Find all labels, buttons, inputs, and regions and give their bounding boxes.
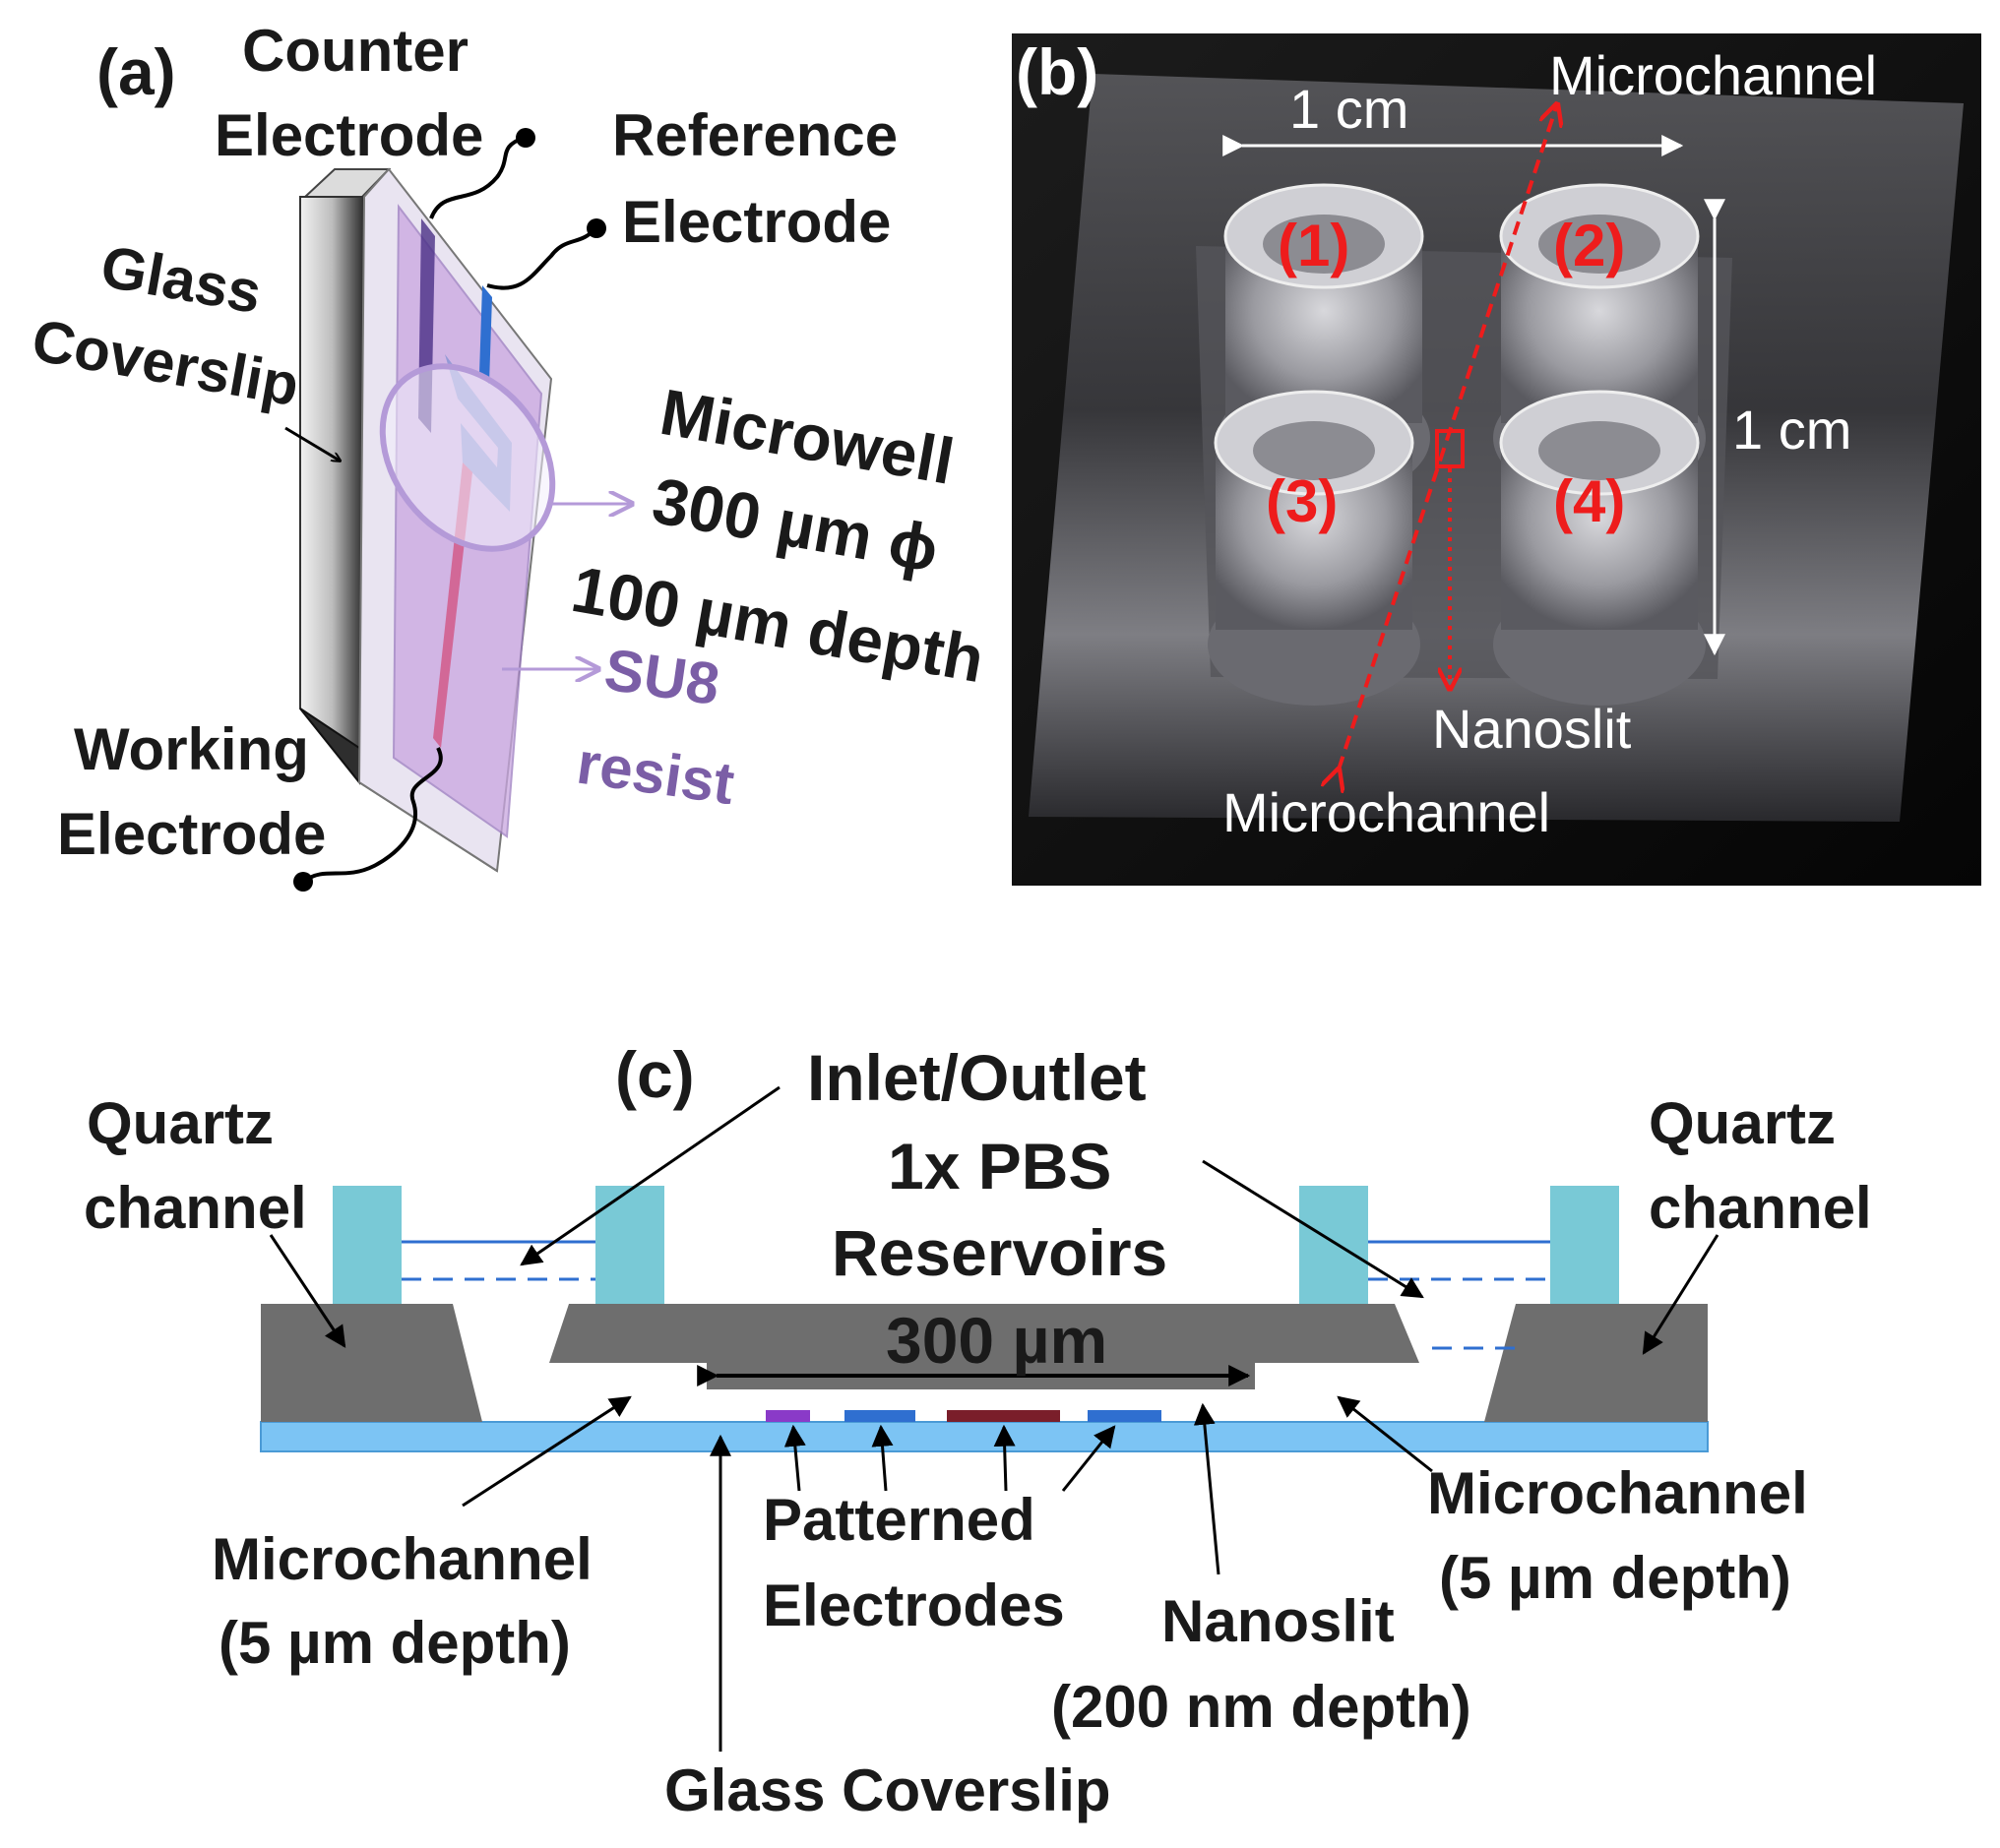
glass-coverslip-arrow (284, 426, 340, 461)
inlet-arrow-left (520, 1085, 781, 1266)
microchannel-left-label-1: Microchannel (212, 1526, 593, 1592)
glass-label-1: Glass (96, 233, 267, 326)
electrode-arrow-2 (871, 1424, 894, 1492)
su8-label-1: SU8 (600, 637, 723, 718)
well-label-2: (2) (1553, 213, 1625, 278)
nanoslit-label-2: (200 nm depth) (1051, 1674, 1471, 1740)
glass-coverslip-layer (260, 1421, 1709, 1452)
inlet-label-3: Reservoirs (832, 1216, 1167, 1289)
microchannel-right-label-2: (5 µm depth) (1439, 1545, 1791, 1611)
reference-electrode-strip (479, 285, 492, 384)
working-electrode-label-1: Working (74, 716, 309, 782)
quartz-right-label-1: Quartz (1649, 1090, 1836, 1156)
inlet-label-1: Inlet/Outlet (807, 1041, 1147, 1114)
well-label-1: (1) (1278, 213, 1349, 278)
scale-v-label: 1 cm (1732, 399, 1851, 461)
microchannel-left-label-2: (5 µm depth) (219, 1610, 571, 1676)
electrode-darkred (947, 1410, 1060, 1422)
patterned-label-1: Patterned (763, 1487, 1035, 1553)
panel-a-tag: (a) (96, 35, 176, 108)
electrode-arrow-1 (783, 1424, 806, 1492)
glass-label-2: Coverslip (28, 307, 304, 418)
panel-b-tag: (b) (1016, 35, 1098, 108)
nanoslit-arrow-c (1193, 1402, 1220, 1575)
reference-electrode-label-1: Reference (612, 102, 898, 168)
working-wire (303, 747, 443, 883)
panel-a: (a) Counter Electrode Reference Electrod… (28, 18, 989, 892)
working-electrode-label-2: Electrode (57, 801, 326, 867)
counter-terminal (516, 128, 535, 148)
patterned-label-2: Electrodes (763, 1572, 1065, 1638)
glass-coverslip-label-c: Glass Coverslip (664, 1757, 1111, 1823)
counter-wire (429, 136, 525, 219)
panel-c-tag: (c) (615, 1038, 695, 1111)
microchannel-line (1339, 104, 1557, 770)
reference-terminal (587, 218, 606, 238)
reservoir-3 (1299, 1186, 1368, 1304)
reference-wire (486, 226, 597, 290)
quartz-right-arrow (1642, 1234, 1719, 1355)
quartz-right (1484, 1304, 1708, 1422)
counter-electrode-label-1: Counter (242, 18, 469, 84)
electrode-purple (766, 1410, 810, 1422)
working-terminal (293, 872, 313, 892)
well-label-4: (4) (1553, 468, 1625, 534)
electrode-blue-1 (844, 1410, 915, 1422)
panel-c: (c) Inlet/Outlet 1x PBS Reservoirs Quart… (84, 1038, 1872, 1823)
inlet-label-2: 1x PBS (888, 1130, 1111, 1202)
nanoslit-marker (1435, 429, 1465, 468)
reservoir-2 (595, 1186, 664, 1304)
microchannel-right-arrow (1337, 1395, 1433, 1473)
electrode-arrow-3 (993, 1424, 1016, 1492)
slab-left-face (299, 196, 366, 785)
scale-h-label: 1 cm (1289, 78, 1408, 140)
microchannel-top-label: Microchannel (1549, 44, 1877, 106)
reference-electrode-label-2: Electrode (622, 189, 891, 255)
microwell-ellipse (379, 363, 556, 552)
microchannel-bottom-label: Microchannel (1222, 781, 1550, 843)
width-label: 300 µm (886, 1304, 1107, 1377)
reservoir-4 (1550, 1186, 1619, 1304)
inlet-arrow-right (1202, 1159, 1424, 1299)
electrode-blue-2 (1088, 1410, 1161, 1422)
nanoslit-label: Nanoslit (1432, 698, 1632, 760)
electrode-arrow-4 (1061, 1425, 1116, 1492)
quartz-left-arrow (269, 1234, 346, 1348)
quartz-left (261, 1304, 482, 1422)
quartz-left-label-2: channel (84, 1175, 307, 1241)
well-4 (1493, 390, 1706, 706)
quartz-left-label-1: Quartz (87, 1090, 274, 1156)
panel-b: (b) 1 cm 1 cm Microchannel Microchannel … (1012, 33, 1981, 886)
su8-label-2: resist (573, 730, 738, 818)
counter-electrode-label-2: Electrode (215, 102, 483, 168)
nanoslit-label-1: Nanoslit (1161, 1588, 1395, 1654)
quartz-right-label-2: channel (1649, 1175, 1872, 1241)
well-3 (1208, 390, 1420, 706)
microchannel-left-arrow (462, 1395, 632, 1508)
reservoir-1 (333, 1186, 402, 1304)
well-label-3: (3) (1266, 468, 1338, 534)
microchannel-right-label-1: Microchannel (1427, 1460, 1808, 1526)
